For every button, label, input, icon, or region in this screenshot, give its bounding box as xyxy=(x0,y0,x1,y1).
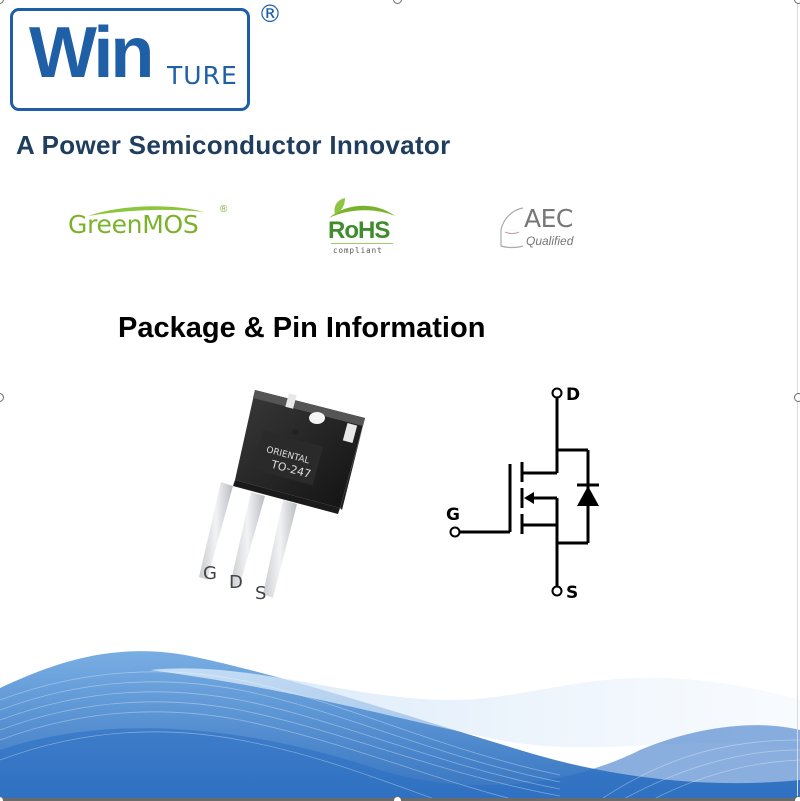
svg-text:S: S xyxy=(566,583,578,603)
rohs-text: RoHS xyxy=(328,217,390,244)
aec-logo: AEC Qualified xyxy=(497,204,587,254)
greenmos-text: GreenMOS xyxy=(68,210,199,239)
aec-subtitle: Qualified xyxy=(526,234,574,248)
blue-wave-decoration xyxy=(0,651,800,801)
leaf-icon xyxy=(88,206,204,216)
aec-text: AEC xyxy=(524,204,573,233)
pin-label-gate: G xyxy=(203,563,217,584)
resize-handle-top-left[interactable] xyxy=(0,0,4,4)
resize-handle-top[interactable] xyxy=(393,0,402,4)
greenmos-registered-mark: ® xyxy=(220,204,228,215)
mosfet-schematic: D G S xyxy=(440,378,610,608)
rohs-divider xyxy=(331,243,393,244)
tagline: A Power Semiconductor Innovator xyxy=(16,130,451,160)
resize-handle-right[interactable] xyxy=(794,393,800,402)
resize-handle-bottom-left[interactable] xyxy=(0,796,4,801)
n-channel-mosfet-symbol-icon: D G S xyxy=(446,385,599,603)
registered-mark: ® xyxy=(258,0,282,28)
resize-handle-top-right[interactable] xyxy=(794,0,800,4)
svg-text:G: G xyxy=(446,505,460,525)
rohs-subtitle: compliant xyxy=(333,246,383,255)
resize-handle-bottom[interactable] xyxy=(393,796,402,801)
rohs-leaf-icon xyxy=(329,198,395,218)
resize-handle-left[interactable] xyxy=(0,393,4,402)
pin-label-source: S xyxy=(255,583,267,604)
svg-text:D: D xyxy=(566,385,580,405)
section-title: Package & Pin Information xyxy=(118,312,486,344)
rohs-logo: RoHS compliant xyxy=(325,196,397,258)
logo-main-text: Win xyxy=(29,13,154,93)
transistor-package-icon: ORIENTAL TO-247 xyxy=(199,390,365,598)
to247-package-illustration: ORIENTAL TO-247 G D S xyxy=(195,380,375,610)
greenmos-logo: GreenMOS ® xyxy=(68,200,238,250)
resize-handle-bottom-right[interactable] xyxy=(794,796,800,801)
car-outline-icon xyxy=(500,207,524,249)
logo-suffix-text: TURE xyxy=(167,61,238,90)
pin-label-drain: D xyxy=(229,572,243,593)
winture-logo: Win TURE xyxy=(10,8,250,111)
